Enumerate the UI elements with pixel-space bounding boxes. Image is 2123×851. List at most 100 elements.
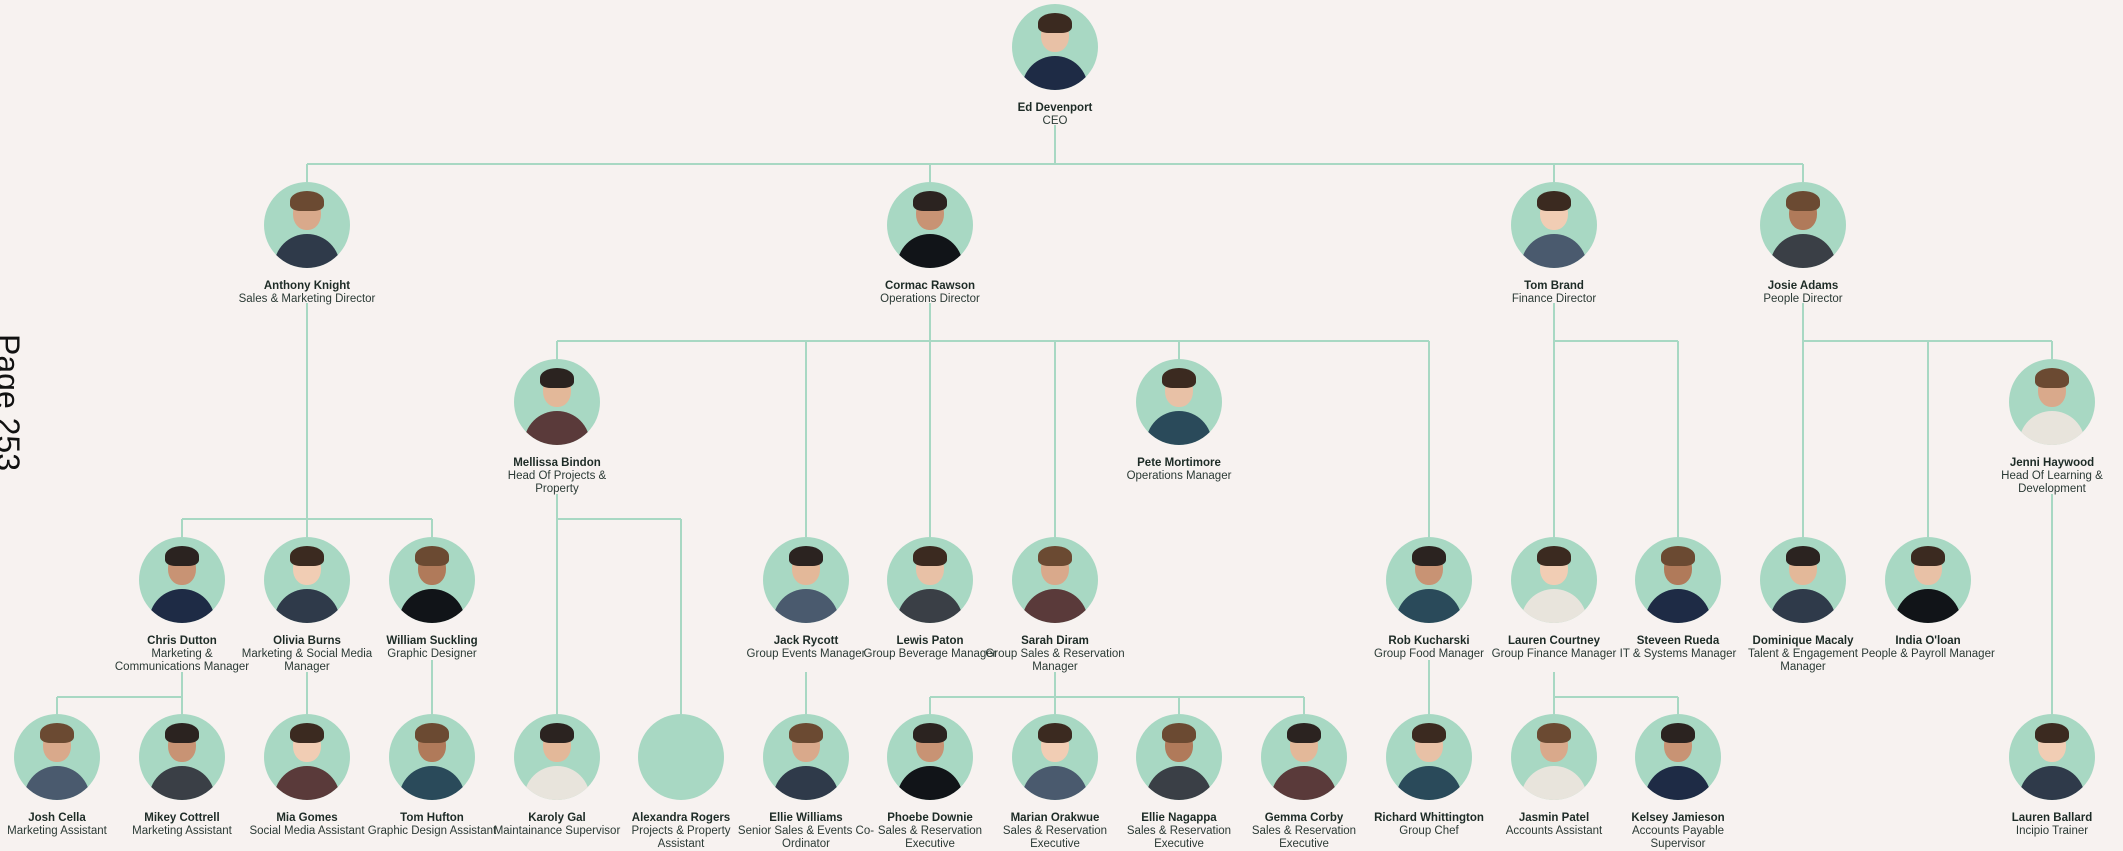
person-name: Lauren Courtney xyxy=(1507,635,1600,647)
avatar xyxy=(1635,714,1721,800)
person-title: Sales & Reservation Executive xyxy=(1002,825,1108,850)
person-name: Sarah Diram xyxy=(1021,635,1089,647)
person-title: Group Food Manager xyxy=(1374,648,1484,660)
avatar xyxy=(1760,537,1846,623)
person-name: Cormac Rawson xyxy=(884,280,976,292)
person-name: Olivia Burns xyxy=(273,635,341,647)
person-name: Steveen Rueda xyxy=(1636,635,1720,647)
avatar xyxy=(264,537,350,623)
avatar xyxy=(763,714,849,800)
avatar xyxy=(1012,714,1098,800)
avatar xyxy=(887,537,973,623)
person-title: Marketing Assistant xyxy=(7,825,107,837)
person-title: Group Finance Manager xyxy=(1491,648,1617,660)
person-name: Lauren Ballard xyxy=(2011,812,2093,824)
page-label: Page 253 xyxy=(0,334,26,472)
person-title: Projects & Property Assistant xyxy=(631,825,731,850)
avatar xyxy=(1386,537,1472,623)
person-title: IT & Systems Manager xyxy=(1619,648,1737,660)
person-name: Kelsey Jamieson xyxy=(1631,812,1725,824)
person-name: Josie Adams xyxy=(1767,280,1839,292)
avatar xyxy=(1136,714,1222,800)
avatar xyxy=(2009,714,2095,800)
person-name: Phoebe Downie xyxy=(887,812,973,824)
person-name: India O'loan xyxy=(1895,635,1961,647)
avatar xyxy=(514,359,600,445)
person-name: Ed Devenport xyxy=(1017,102,1093,114)
person-title: Sales & Reservation Executive xyxy=(877,825,983,850)
person-name: Dominique Macaly xyxy=(1752,635,1854,647)
person-title: Graphic Design Assistant xyxy=(367,825,497,837)
person-name: Karoly Gal xyxy=(528,812,586,824)
person-name: Josh Cella xyxy=(28,812,86,824)
person-title: Marketing & Communications Manager xyxy=(114,648,250,673)
avatar xyxy=(1760,182,1846,268)
avatar xyxy=(1012,537,1098,623)
person-title: Group Beverage Manager xyxy=(863,648,997,660)
person-title: Social Media Assistant xyxy=(249,825,365,837)
person-name: Mikey Cottrell xyxy=(144,812,220,824)
avatar xyxy=(264,714,350,800)
person-title: Senior Sales & Events Co-Ordinator xyxy=(737,825,875,850)
person-name: Tom Brand xyxy=(1524,280,1584,292)
person-title: Head Of Learning & Development xyxy=(2001,470,2103,495)
person-name: Marian Orakwue xyxy=(1010,812,1100,824)
person-name: Mia Gomes xyxy=(276,812,338,824)
person-title: Head Of Projects & Property xyxy=(507,470,607,495)
person-name: Mellissa Bindon xyxy=(513,457,601,469)
person-name: Jasmin Patel xyxy=(1518,812,1590,824)
avatar xyxy=(1635,537,1721,623)
person-title: Graphic Designer xyxy=(387,648,477,660)
person-title: Group Sales & Reservation Manager xyxy=(985,648,1125,673)
person-title: Sales & Reservation Executive xyxy=(1251,825,1357,850)
avatar xyxy=(1136,359,1222,445)
person-title: People & Payroll Manager xyxy=(1861,648,1995,660)
avatar xyxy=(1386,714,1472,800)
avatar xyxy=(1511,182,1597,268)
person-name: Ellie Williams xyxy=(769,812,843,824)
person-title: Talent & Engagement Manager xyxy=(1748,648,1858,673)
person-name: Jack Rycott xyxy=(773,635,839,647)
avatar xyxy=(264,182,350,268)
avatar xyxy=(638,714,724,800)
person-name: Anthony Knight xyxy=(263,280,351,292)
avatar xyxy=(139,537,225,623)
person-title: Accounts Assistant xyxy=(1505,825,1603,837)
